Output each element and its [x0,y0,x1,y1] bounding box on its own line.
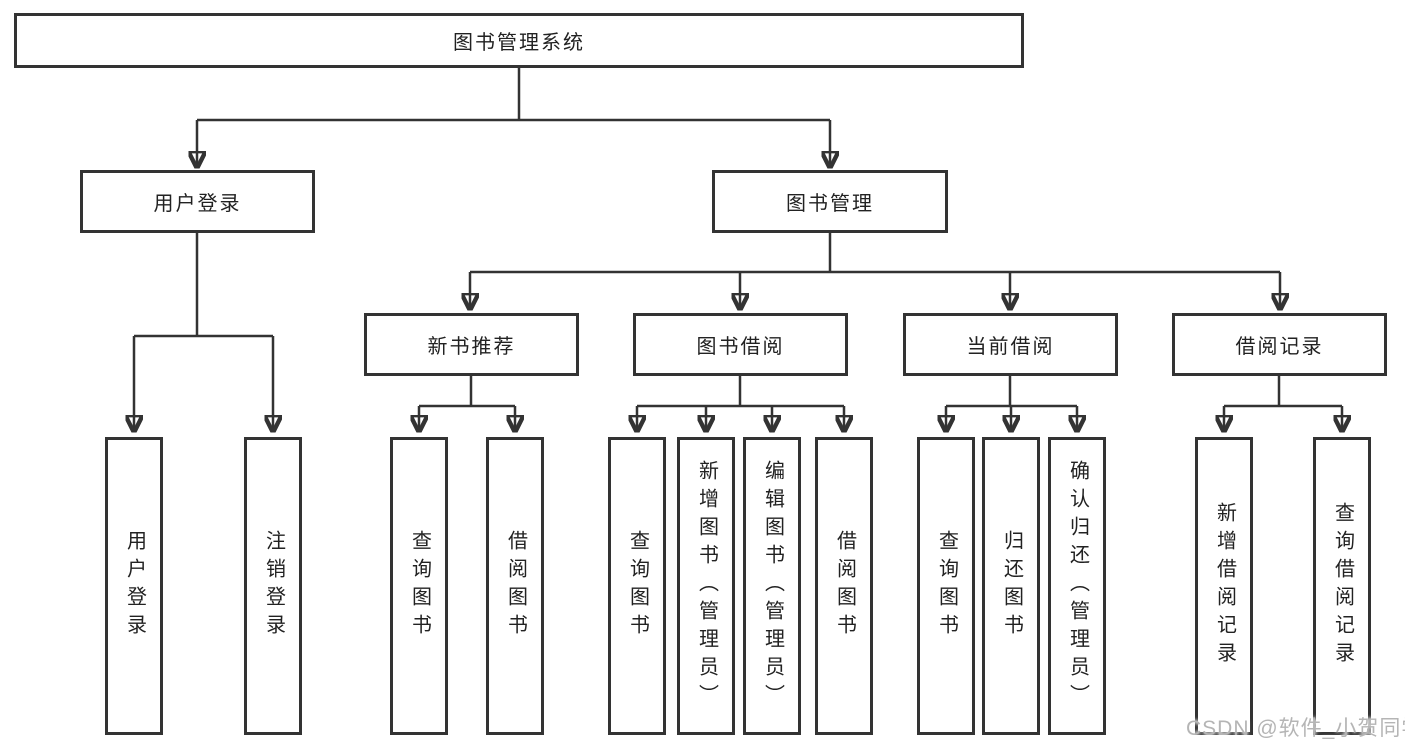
node-library-management-system: 图书管理系统 [14,13,1024,68]
node-label: 查询图书 [626,530,649,642]
node-label: 查询图书 [935,530,958,642]
leaf-return-books: 归还图书 [982,437,1040,735]
node-label: 用户登录 [153,193,242,215]
node-label: 查询借阅记录 [1331,502,1354,670]
node-user-login: 用户登录 [80,170,315,233]
leaf-add-books-admin: 新增图书（管理员） [677,437,735,735]
leaf-confirm-return-admin: 确认归还（管理员） [1048,437,1106,735]
node-label: 图书管理 [786,193,874,215]
leaf-query-books-borrow: 查询图书 [608,437,666,735]
leaf-user-login: 用户登录 [105,437,163,735]
node-label: 新书推荐 [427,336,516,358]
node-label: 新增图书（管理员） [695,460,718,712]
node-label: 查询图书 [408,530,431,642]
leaf-edit-books-admin: 编辑图书（管理员） [743,437,801,735]
leaf-query-borrow-record: 查询借阅记录 [1313,437,1371,735]
node-label: 图书管理系统 [453,32,585,54]
leaf-query-books-current: 查询图书 [917,437,975,735]
node-label: 用户登录 [123,530,146,642]
node-label: 编辑图书（管理员） [761,460,784,712]
node-book-borrowing: 图书借阅 [633,313,848,376]
leaf-add-borrow-record: 新增借阅记录 [1195,437,1253,735]
leaf-query-books-recommend: 查询图书 [390,437,448,735]
csdn-watermark: CSDN @软件_小贺同学 [1186,717,1405,740]
node-label: 借阅记录 [1235,336,1324,358]
node-label: 新增借阅记录 [1213,502,1236,670]
node-label: 当前借阅 [966,336,1055,358]
node-label: 确认归还（管理员） [1066,460,1089,712]
node-new-book-recommendation: 新书推荐 [364,313,579,376]
leaf-borrow-books: 借阅图书 [815,437,873,735]
leaf-borrow-books-recommend: 借阅图书 [486,437,544,735]
leaf-logout-login: 注销登录 [244,437,302,735]
node-label: 图书借阅 [696,336,785,358]
node-label: 借阅图书 [504,530,527,642]
node-label: 归还图书 [1000,530,1023,642]
node-book-management: 图书管理 [712,170,948,233]
node-current-borrowing: 当前借阅 [903,313,1118,376]
node-borrowing-records: 借阅记录 [1172,313,1387,376]
node-label: 注销登录 [262,530,285,642]
node-label: 借阅图书 [833,530,856,642]
